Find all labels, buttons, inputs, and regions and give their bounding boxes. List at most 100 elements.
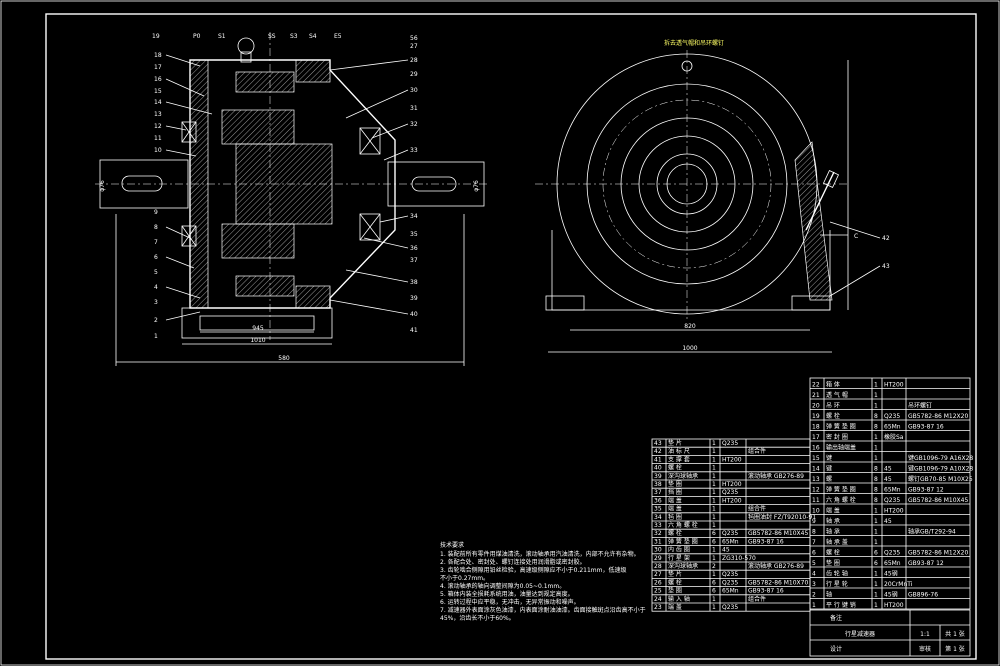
bom-cell-name: 六 角 螺 栓 (668, 521, 698, 529)
bom-cell-qty: 1 (712, 571, 716, 578)
bom-cell-no: 23 (654, 604, 662, 611)
svg-text:16: 16 (154, 76, 162, 83)
bom-cell-name: 螺 栓 (826, 412, 840, 420)
bom-cell-mat: 45 (884, 465, 892, 472)
bom-cell-no: 6 (812, 549, 816, 556)
bom-cell-std: GB5782-86 M12X20 (908, 549, 968, 556)
bom-cell-mat: HT200 (884, 381, 904, 388)
bom-cell-name: 端 盖 (826, 506, 840, 514)
bom-cell-no: 37 (654, 489, 662, 496)
bom-cell-name: 螺 (826, 475, 832, 483)
svg-text:32: 32 (410, 121, 418, 128)
bom-cell-mat: Q235 (722, 579, 738, 586)
bom-cell-no: 22 (812, 381, 820, 388)
bom-cell-name: 行 星 架 (668, 554, 690, 562)
bom-cell-no: 13 (812, 476, 820, 483)
bom-cell-qty: 1 (712, 456, 716, 463)
bom-cell-qty: 1 (874, 444, 878, 451)
bom-cell-qty: 1 (712, 465, 716, 472)
svg-text:37: 37 (410, 257, 418, 264)
bom-cell-std: GB5782-86 M10X45 (908, 497, 968, 504)
bom-cell-name: 六 角 螺 栓 (826, 496, 856, 504)
svg-text:5. 箱体内装全损耗系统用油，油量达到规定高度。: 5. 箱体内装全损耗系统用油，油量达到规定高度。 (440, 590, 574, 598)
bom-cell-mat: 45钢 (884, 569, 898, 577)
bom-cell-qty: 1 (874, 392, 878, 399)
svg-text:E5: E5 (334, 33, 342, 40)
bom-cell-no: 41 (654, 456, 662, 463)
bom-cell-no: 26 (654, 579, 662, 586)
bom-cell-qty: 8 (874, 497, 878, 504)
bom-cell-qty: 1 (712, 522, 716, 529)
bom-cell-std: GB5782-86 M12X20 (908, 413, 968, 420)
bom-cell-qty: 1 (712, 497, 716, 504)
bom-cell-no: 5 (812, 560, 816, 567)
svg-text:27: 27 (410, 43, 418, 50)
title-drawer: 设计 (830, 645, 842, 653)
bom-cell-no: 3 (812, 581, 816, 588)
svg-text:2: 2 (154, 317, 158, 324)
bom-cell-name: 端 盖 (668, 603, 682, 611)
bom-cell-qty: 8 (874, 465, 878, 472)
dim-shaft-left: φ76 (99, 180, 106, 192)
bom-cell-qty: 6 (712, 579, 716, 586)
title-sheet-no: 第 1 张 (945, 645, 965, 653)
bom-cell-mat: 45 (884, 518, 892, 525)
bom-cell-no: 24 (654, 596, 662, 603)
svg-text:18: 18 (154, 52, 162, 59)
bom-cell-no: 36 (654, 497, 662, 504)
bom-cell-no: 31 (654, 538, 662, 545)
bom-cell-mat: HT200 (722, 456, 742, 463)
bom-cell-no: 38 (654, 481, 662, 488)
bom-cell-no: 15 (812, 455, 820, 462)
bom-cell-no: 1 (812, 602, 816, 609)
svg-text:1. 装配前所有零件用煤油清洗，滚动轴承用汽油清洗，内部不允: 1. 装配前所有零件用煤油清洗，滚动轴承用汽油清洗，内部不允许有杂物。 (440, 550, 640, 558)
bom-cell-no: 40 (654, 465, 662, 472)
bom-cell-mat: 65Mn (722, 588, 739, 595)
bom-cell-mat: 65Mn (722, 538, 739, 545)
bom-cell-name: 支 撑 套 (668, 455, 690, 463)
dim-shaft-right: φ76 (473, 180, 480, 192)
bom-cell-mat: 橡胶Sa (884, 433, 904, 441)
svg-text:4: 4 (154, 284, 158, 291)
bom-cell-name: 输 入 轴 (668, 595, 690, 603)
bom-cell-no: 17 (812, 434, 820, 441)
bom-cell-no: 28 (654, 563, 662, 570)
bom-cell-qty: 6 (712, 588, 716, 595)
bom-cell-mat: HT200 (722, 481, 742, 488)
bom-cell-no: 35 (654, 506, 662, 513)
bom-cell-name: 吊 环 (826, 402, 840, 409)
bom-cell-mat: ZG310-570 (722, 555, 756, 562)
svg-text:9: 9 (154, 209, 158, 216)
bom-cell-std: GB93-87 12 (908, 486, 944, 493)
bom-cell-name: 垫 片 (668, 439, 682, 447)
svg-text:S3: S3 (290, 33, 298, 40)
bom-cell-name: 平 行 键 销 (826, 601, 856, 609)
dim-left-overall: 580 (278, 355, 290, 362)
bom-cell-no: 21 (812, 392, 820, 399)
bom-cell-qty: 1 (712, 448, 716, 455)
bom-cell-no: 43 (654, 440, 662, 447)
bom-cell-name: 挡 圈 (668, 488, 682, 496)
bom-cell-qty: 1 (712, 547, 716, 554)
dim-left-base-outer: 1010 (250, 337, 265, 344)
bom-cell-qty: 1 (874, 581, 878, 588)
bom-cell-name: 弹 簧 垫 圈 (826, 485, 856, 493)
svg-text:4. 滚动轴承的轴向调整间隙为0.05~0.1mm。: 4. 滚动轴承的轴向调整间隙为0.05~0.1mm。 (440, 582, 565, 590)
svg-text:19: 19 (152, 33, 160, 40)
view-arrow-label: C (854, 233, 858, 240)
bom-cell-no: 12 (812, 486, 820, 493)
svg-text:2. 各配合处、密封处、螺钉连接处用润滑脂或密封胶。: 2. 各配合处、密封处、螺钉连接处用润滑脂或密封胶。 (440, 558, 586, 566)
bom-cell-qty: 1 (712, 596, 716, 603)
bom-cell-no: 14 (812, 465, 820, 472)
bom-cell-qty: 6 (712, 530, 716, 537)
title-sheet: 共 1 张 (945, 630, 965, 638)
svg-text:41: 41 (410, 327, 418, 334)
bom-cell-name: 端 盖 (668, 496, 682, 504)
bom-cell-qty: 1 (874, 507, 878, 514)
tech-requirements: 技术要求 1. 装配前所有零件用煤油清洗，滚动轴承用汽油清洗，内部不允许有杂物。… (440, 541, 646, 622)
bom-cell-mat: Q235 (884, 497, 900, 504)
bom-cell-mat: HT200 (884, 602, 904, 609)
svg-text:12: 12 (154, 123, 162, 130)
bom-cell-no: 18 (812, 423, 820, 430)
